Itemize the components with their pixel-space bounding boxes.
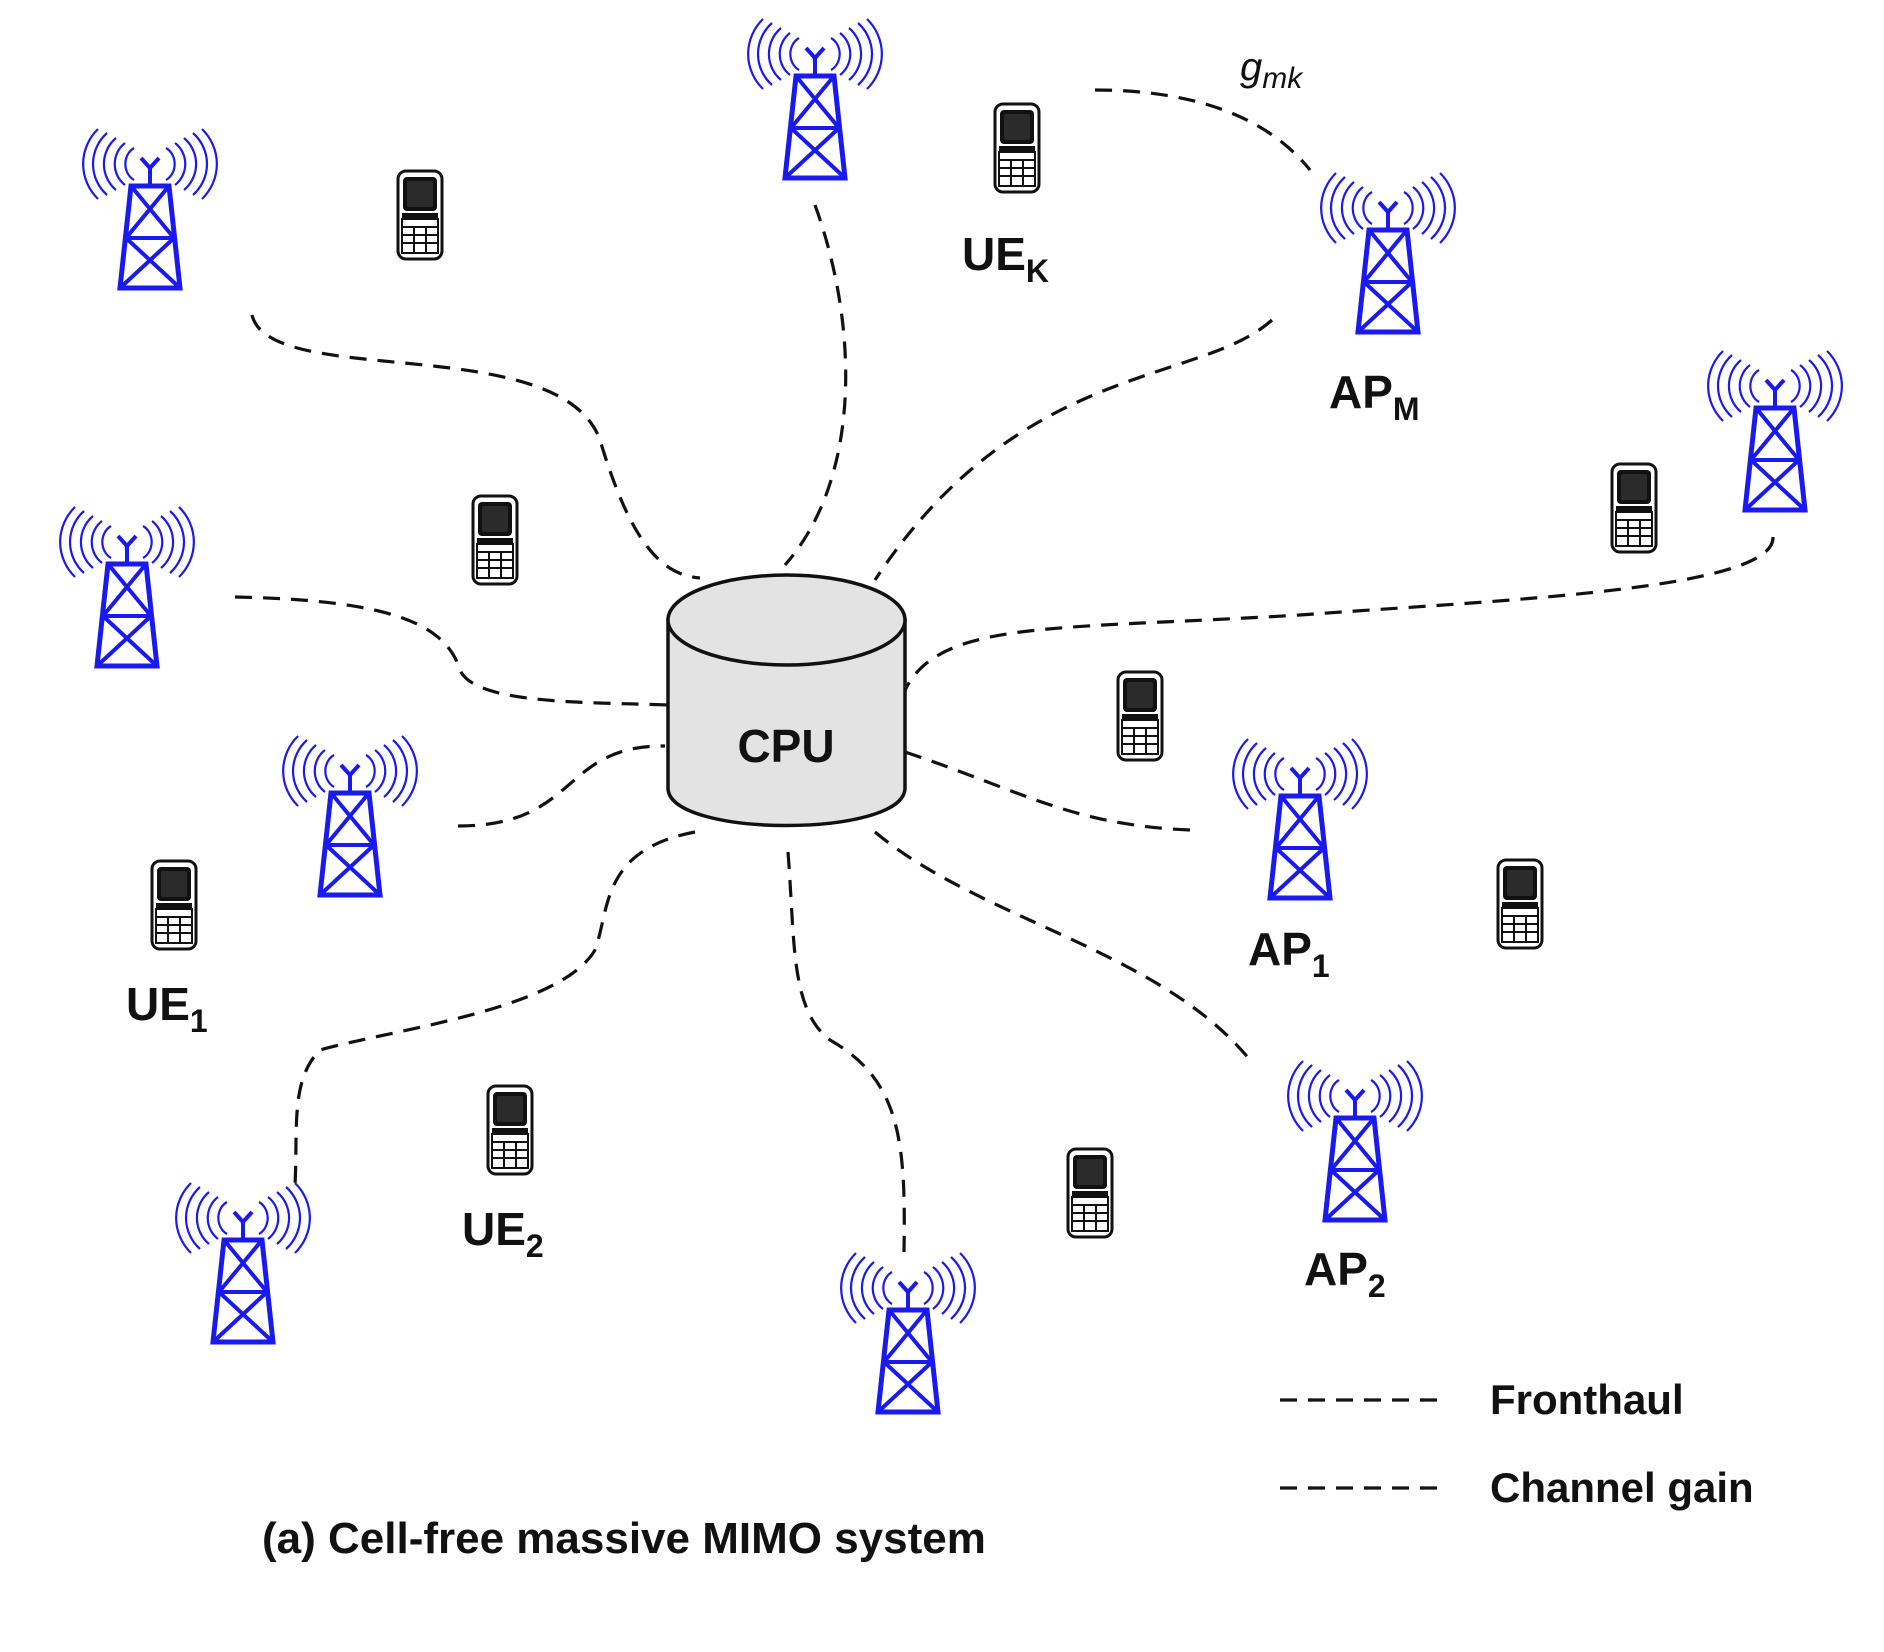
fronthaul-link [873, 318, 1274, 581]
fronthaul-link [457, 744, 666, 828]
mobile-phone-icon [1496, 858, 1544, 950]
antenna-tower-icon [1233, 739, 1367, 898]
fronthaul-link [903, 536, 1775, 691]
ue-k-label: UEK [962, 228, 1049, 289]
fronthaul-link [783, 204, 848, 567]
fronthaul-links [234, 88, 1775, 1253]
mobile-phone-icon [1116, 670, 1164, 762]
fronthaul-link [904, 750, 1191, 832]
cylinder-database-icon [666, 573, 907, 828]
antenna-tower-icon [60, 507, 194, 666]
antenna-tower-icon [1288, 1061, 1422, 1220]
ue-2-label: UE2 [462, 1203, 544, 1264]
antenna-tower-icon [176, 1183, 310, 1342]
ap-1-label: AP1 [1248, 923, 1330, 984]
mobile-phone-icon [486, 1084, 534, 1176]
mobile-phone-icon [1610, 462, 1658, 554]
fronthaul-link [293, 830, 696, 1186]
access-points [60, 19, 1842, 1412]
mobile-phone-icon [1066, 1147, 1114, 1239]
ap-m-label: APM [1329, 366, 1420, 427]
ap-2-label: AP2 [1304, 1243, 1386, 1304]
antenna-tower-icon [841, 1253, 975, 1412]
channel-gain-link [1094, 88, 1312, 172]
node-labels: UEK APM AP1 AP2 UE1 UE2 gmk [126, 45, 1420, 1304]
mobile-phone-icon [150, 859, 198, 951]
legend: Fronthaul Channel gain [1280, 1376, 1754, 1511]
antenna-tower-icon [283, 736, 417, 895]
legend-fronthaul-label: Fronthaul [1490, 1376, 1684, 1423]
mobile-phone-icon [471, 494, 519, 586]
cpu-node: CPU [666, 573, 907, 828]
fronthaul-link [234, 595, 669, 707]
legend-channel-gain-label: Channel gain [1490, 1464, 1754, 1511]
mobile-phone-icon [396, 169, 444, 261]
fronthaul-link [250, 314, 701, 580]
fronthaul-link [786, 851, 906, 1253]
fronthaul-link [873, 830, 1252, 1062]
antenna-tower-icon [1321, 173, 1455, 332]
antenna-tower-icon [1708, 351, 1842, 510]
figure-caption: (a) Cell-free massive MIMO system [262, 1514, 986, 1563]
antenna-tower-icon [83, 129, 217, 288]
mobile-phone-icon [993, 102, 1041, 194]
channel-gain-label: gmk [1240, 45, 1304, 95]
ue-1-label: UE1 [126, 978, 208, 1039]
cpu-label: CPU [737, 720, 834, 772]
antenna-tower-icon [748, 19, 882, 178]
